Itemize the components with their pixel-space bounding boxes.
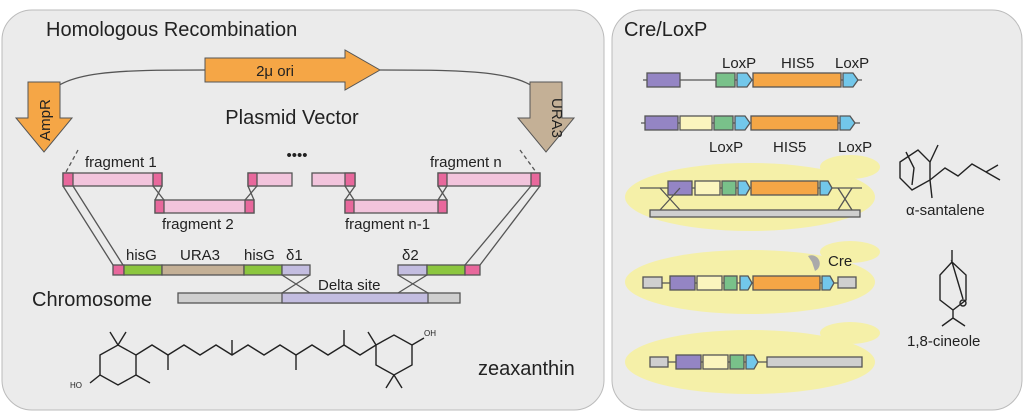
- fragment-1: fragment 1: [62, 154, 163, 187]
- zeaxanthin-structure: HO OH: [70, 329, 436, 390]
- right-panel-title: Cre/LoxP: [624, 19, 707, 41]
- svg-text:δ2: δ2: [402, 247, 419, 264]
- svg-text:fragment n: fragment n: [430, 154, 502, 171]
- ura3-marker-arrow: URA3: [516, 81, 576, 153]
- construct-row-2: LoxP HIS5 LoxP: [641, 115, 872, 156]
- ellipsis-dots: ••••: [286, 147, 307, 164]
- fragment-partial-left: [247, 172, 293, 187]
- construct-row-1: LoxP HIS5 LoxP: [643, 55, 869, 88]
- fragment-n: fragment n: [430, 154, 541, 187]
- yeast-cells: [625, 155, 880, 394]
- cineole-structure: [939, 250, 967, 327]
- svg-text:HIS5: HIS5: [773, 139, 806, 156]
- integration-cassette: hisG URA3 hisG δ1 δ2: [112, 247, 481, 276]
- crossover-lines: [62, 185, 541, 294]
- fragment-n-1: fragment n-1: [344, 199, 448, 233]
- left-panel-title: Homologous Recombination: [46, 19, 297, 41]
- fragment-partial-right: [311, 172, 356, 187]
- svg-text:Delta site: Delta site: [318, 277, 381, 294]
- left-panel: [1, 9, 605, 411]
- svg-text:AmpR: AmpR: [37, 99, 54, 141]
- alpha-santalene-structure: [899, 144, 1001, 199]
- svg-text:LoxP: LoxP: [835, 55, 869, 72]
- svg-text:LoxP: LoxP: [838, 139, 872, 156]
- svg-text:HO: HO: [70, 381, 82, 390]
- svg-text:OH: OH: [424, 329, 436, 338]
- ampr-arrow: AmpR: [14, 81, 74, 153]
- svg-text:2μ ori: 2μ ori: [256, 63, 294, 80]
- svg-text:hisG: hisG: [126, 247, 157, 264]
- plasmid-label: Plasmid Vector: [225, 107, 359, 129]
- svg-text:HIS5: HIS5: [781, 55, 814, 72]
- svg-text:Chromosome: Chromosome: [32, 289, 152, 311]
- svg-text:LoxP: LoxP: [709, 139, 743, 156]
- svg-text:LoxP: LoxP: [722, 55, 756, 72]
- svg-text:URA3: URA3: [548, 98, 565, 138]
- svg-text:fragment 2: fragment 2: [162, 216, 234, 233]
- svg-text:fragment n-1: fragment n-1: [345, 216, 430, 233]
- svg-text:δ1: δ1: [286, 247, 303, 264]
- dashed-link: [65, 149, 537, 173]
- cineole-label: 1,8-cineole: [907, 333, 980, 350]
- ori-arrow: 2μ ori: [204, 49, 382, 91]
- zeaxanthin-label: zeaxanthin: [478, 358, 575, 380]
- construct-row-3-integration: [640, 180, 862, 218]
- chromosome: Chromosome Delta site: [32, 277, 461, 311]
- construct-row-5-excised: [649, 354, 863, 370]
- construct-row-4-cre: Cre: [642, 253, 857, 291]
- svg-text:hisG: hisG: [244, 247, 275, 264]
- svg-text:Cre: Cre: [828, 253, 852, 270]
- svg-text:URA3: URA3: [180, 247, 220, 264]
- alpha-santalene-label: α-santalene: [906, 202, 985, 219]
- fragment-2: fragment 2: [154, 199, 255, 233]
- cre-enzyme-icon: [808, 255, 820, 271]
- svg-text:fragment 1: fragment 1: [85, 154, 157, 171]
